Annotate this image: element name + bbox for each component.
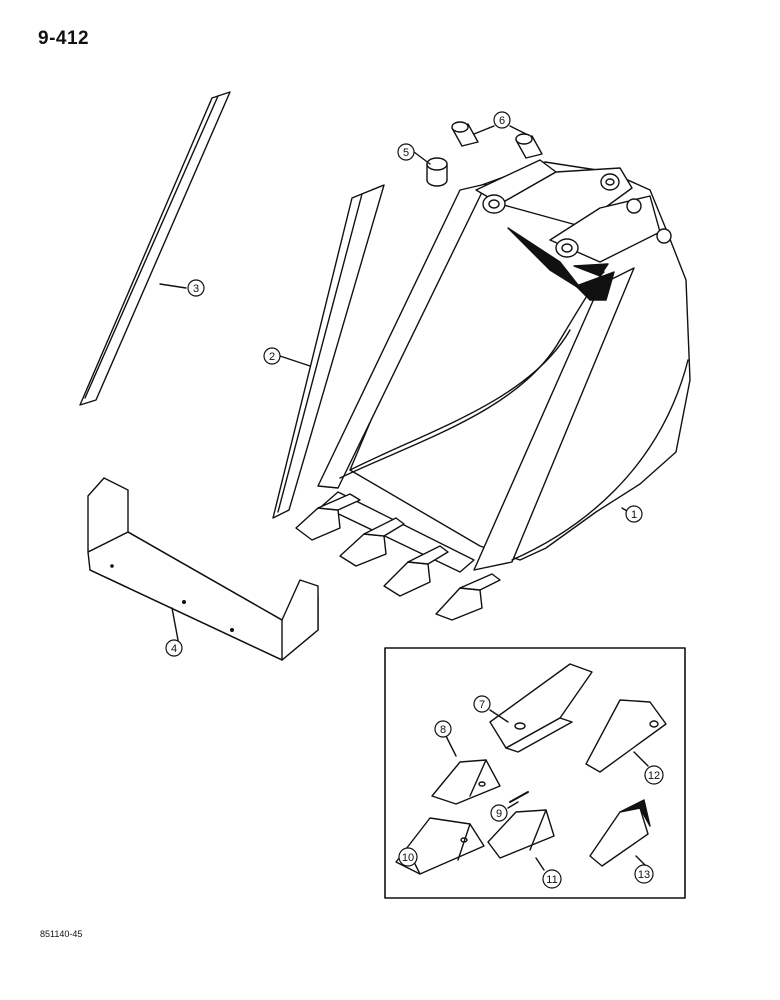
callout-number: 12 [648,770,660,782]
cutting-edge-guard [87,477,319,661]
callout-number: 9 [496,808,502,820]
bushing [426,157,448,187]
callout-circle [473,695,491,713]
callout-3: 3 [187,279,205,297]
callout-circle [165,639,183,657]
callout-11: 11 [542,869,562,889]
callout-1: 1 [625,505,643,523]
callout-circle [263,347,281,365]
tooth-8 [431,759,501,805]
callout-circle [398,847,418,867]
figure-code: 851140-45 [40,929,83,939]
callout-number: 8 [440,724,446,736]
callout-6: 6 [493,111,511,129]
callout-circle [634,864,654,884]
callout-12: 12 [644,765,664,785]
callout-7: 7 [473,695,491,713]
callout-5: 5 [397,143,415,161]
callout-circle [434,720,452,738]
callout-circle [493,111,511,129]
callout-circle [644,765,664,785]
callout-number: 6 [499,115,505,127]
callout-circle [490,804,508,822]
tooth-13 [589,799,651,867]
callout-number: 2 [269,351,275,363]
bucket-body [317,159,691,573]
callout-number: 4 [171,643,177,655]
side-cutter-blade-long [79,91,231,406]
callout-13: 13 [634,864,654,884]
callout-10: 10 [398,847,418,867]
tooth-12 [585,699,667,773]
callout-number: 11 [546,874,557,886]
tooth-10 [395,817,485,875]
callout-circle [397,143,415,161]
callout-circle [187,279,205,297]
callout-circle [542,869,562,889]
callout-number: 10 [402,852,414,864]
callout-9: 9 [490,804,508,822]
bucket-teeth [295,493,501,621]
callout-number: 5 [403,147,409,159]
callout-number: 1 [631,509,637,521]
callout-number: 7 [479,699,485,711]
callout-number: 13 [638,869,650,881]
callout-2: 2 [263,347,281,365]
tooth-pin [509,791,529,803]
callout-number: 3 [193,283,199,295]
bushing-pair [451,121,543,159]
callout-8: 8 [434,720,452,738]
tooth-11 [487,809,555,859]
side-cutter-blade-short [272,184,385,519]
callout-circle [625,505,643,523]
page-number: 9-412 [38,28,90,49]
callout-4: 4 [165,639,183,657]
tooth-adapter [489,663,593,753]
